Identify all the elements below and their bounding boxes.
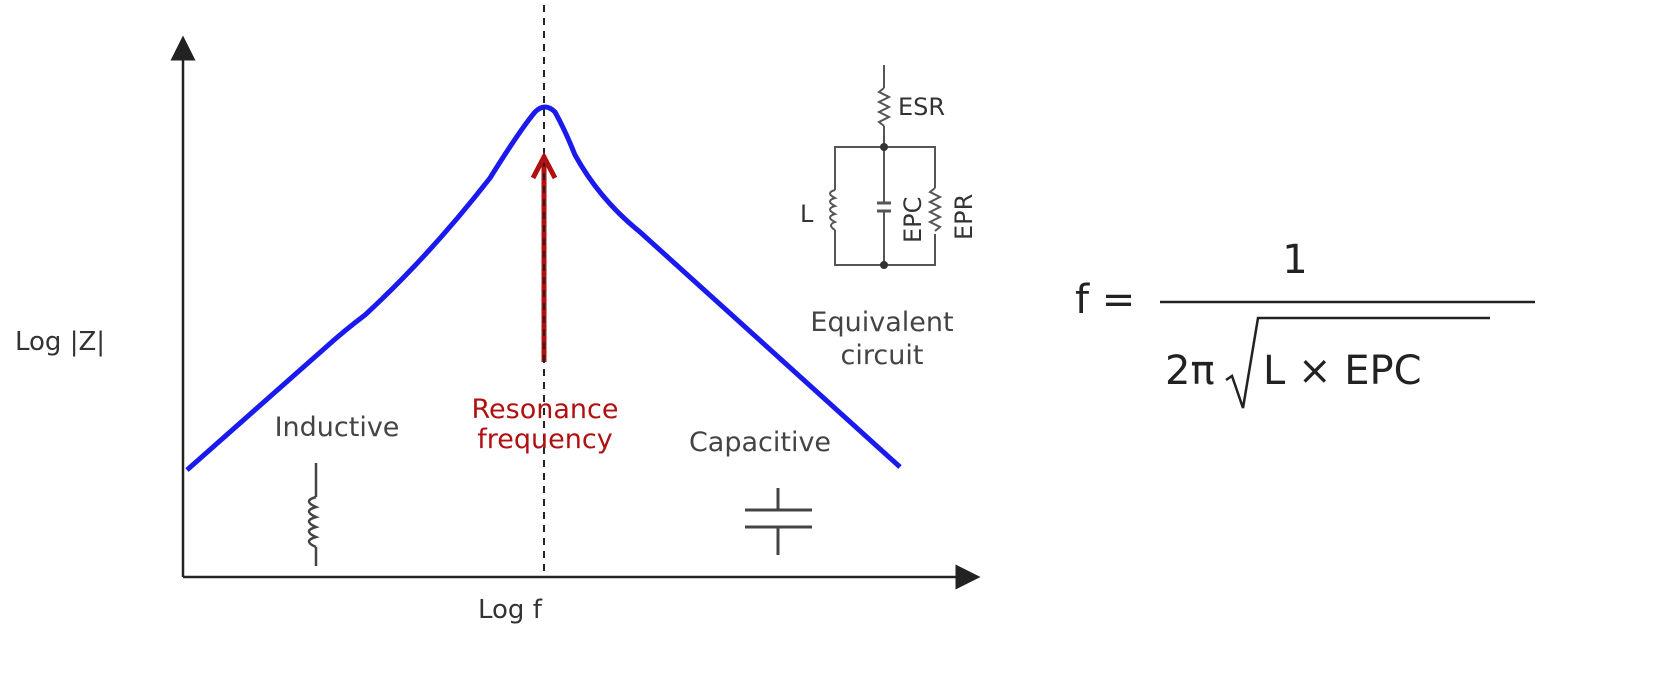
formula-numerator: 1: [1282, 237, 1307, 283]
esr-label: ESR: [898, 93, 945, 121]
formula-lhs: f =: [1075, 277, 1135, 323]
sqrt-icon: [1225, 316, 1490, 409]
formula-two-pi: 2π: [1165, 348, 1215, 394]
epc-label: EPC: [899, 197, 927, 243]
impedance-curve: [185, 104, 902, 472]
circuit-caption-2: circuit: [841, 340, 924, 371]
resonance-arrowhead: [530, 151, 558, 180]
l-label: L: [800, 200, 814, 228]
x-axis-label: Log f: [478, 595, 543, 625]
circuit-caption-1: Equivalent: [810, 307, 953, 338]
inductive-label: Inductive: [275, 412, 400, 443]
capacitor-icon: [745, 488, 812, 555]
resonance-label-2: frequency: [477, 424, 612, 455]
equivalent-circuit: [826, 65, 943, 266]
esr-resistor-icon: [876, 87, 892, 127]
resonance-label-1: Resonance: [472, 394, 619, 425]
epr-label: EPR: [950, 194, 978, 240]
formula-radicand: L × EPC: [1263, 348, 1422, 394]
epr-resistor-icon: [927, 187, 943, 232]
l-inductor-icon: [829, 189, 838, 231]
y-axis-label: Log |Z|: [15, 327, 105, 357]
capacitive-label: Capacitive: [689, 427, 831, 458]
inductor-icon: [307, 463, 320, 566]
